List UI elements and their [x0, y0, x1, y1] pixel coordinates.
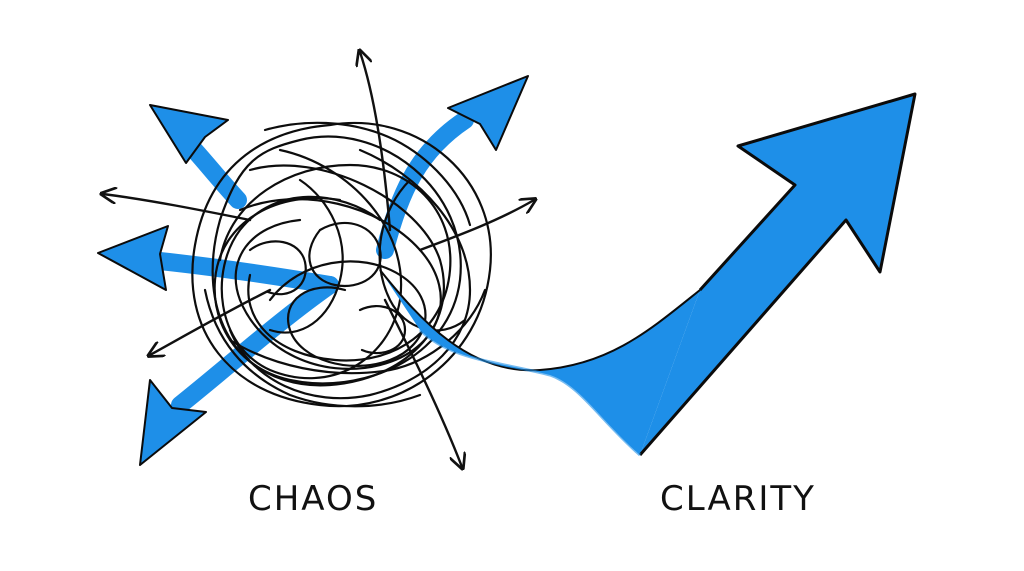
black-arrow-left: [103, 194, 252, 222]
blue-arrow-up-left: [149, 104, 247, 209]
upward-arrow-icon: [379, 92, 917, 457]
chaos-label: CHAOS: [248, 479, 379, 519]
black-arrow-up: [360, 52, 392, 232]
black-arrow-down-left: [150, 288, 272, 355]
clarity-label: CLARITY: [660, 479, 816, 519]
blue-arrow-down-left: [139, 276, 339, 466]
tangled-scribble-icon: [191, 121, 492, 408]
